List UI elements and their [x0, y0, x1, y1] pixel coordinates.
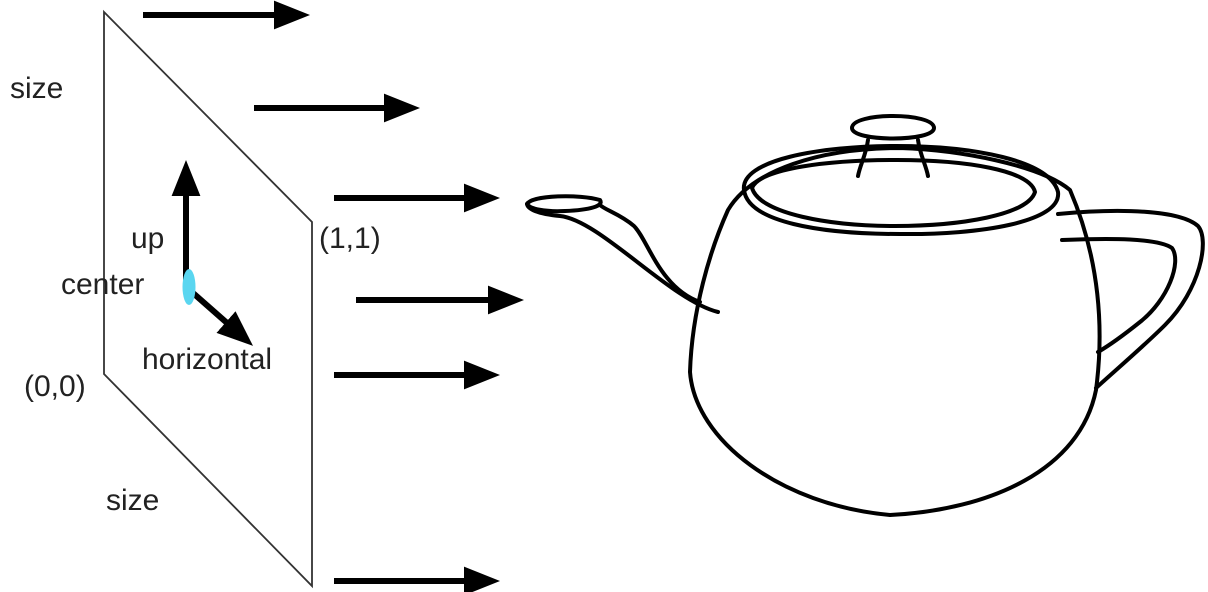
- ray-arrows: [143, 0, 524, 592]
- teapot-spout-tip: [525, 194, 603, 214]
- origin-corner-label: (0,0): [24, 370, 86, 403]
- teapot-lid: [750, 158, 1037, 228]
- teapot-knob-top: [850, 114, 936, 141]
- teapot-handle-inner: [1060, 236, 1178, 354]
- up-label: up: [131, 222, 165, 255]
- image-plane: [103, 9, 313, 589]
- size-label-top: size: [10, 72, 64, 105]
- teapot-spout-inner: [598, 203, 702, 304]
- teapot-knob-stem-right: [916, 138, 930, 178]
- horizontal-label: horizontal: [142, 343, 273, 376]
- center-label: center: [61, 268, 145, 301]
- size-label-bottom: size: [106, 484, 160, 517]
- teapot-lid-rim: [741, 144, 1061, 237]
- center-marker: [182, 269, 196, 305]
- basis-vectors: [171, 160, 254, 346]
- horizontal-vector-arrow: [191, 290, 254, 346]
- teapot-icon: [525, 114, 1205, 517]
- teapot-knob-stem: [856, 138, 870, 178]
- far-corner-label: (1,1): [319, 222, 381, 255]
- teapot-handle: [1056, 208, 1205, 390]
